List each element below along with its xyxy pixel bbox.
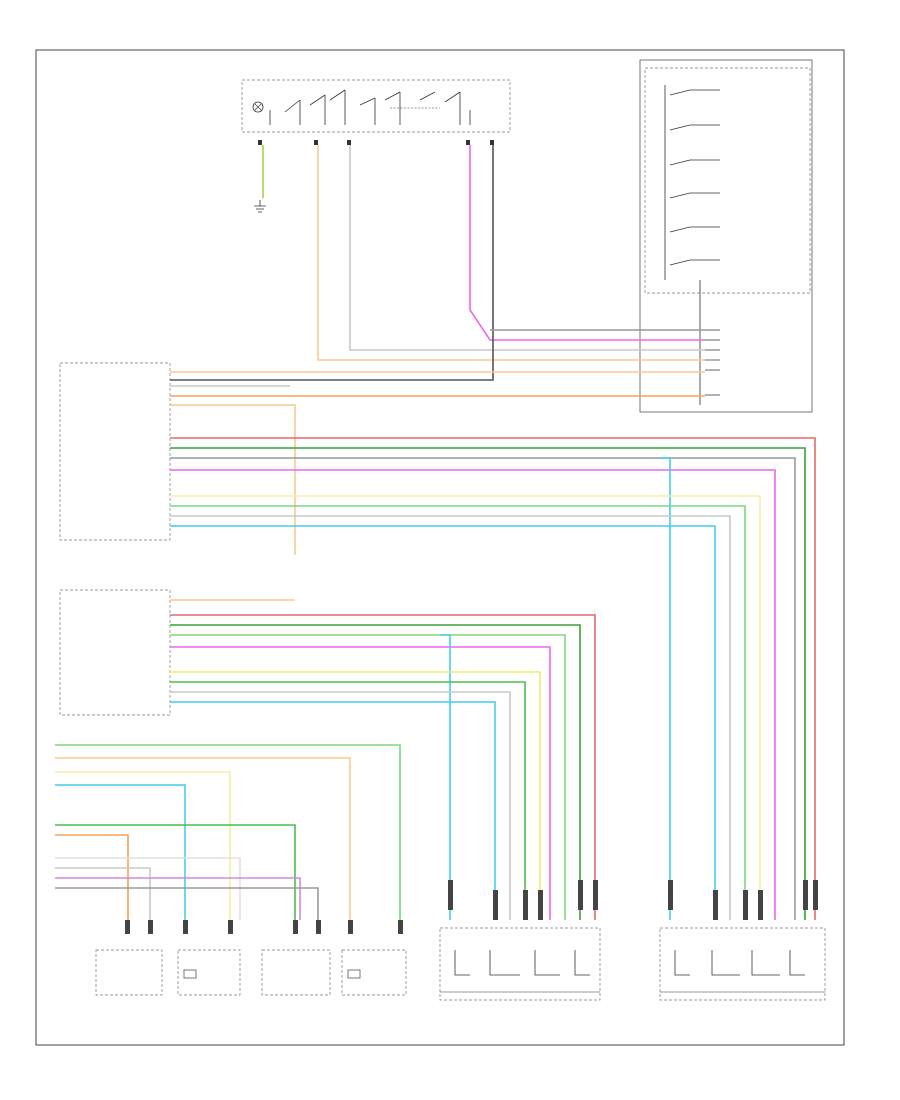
right-mirror-assembly xyxy=(439,927,601,1001)
bottom-left-components xyxy=(95,949,407,996)
mirror-selector-switch xyxy=(639,59,813,413)
ground-symbol xyxy=(254,200,266,213)
lamp-icon xyxy=(252,101,264,113)
left-mirror-assembly xyxy=(659,927,826,1001)
mirror-switch-assembly xyxy=(241,79,511,213)
diagram-frame xyxy=(35,49,845,1046)
right-mirror-module xyxy=(59,589,171,716)
left-mirror-module xyxy=(59,362,171,541)
connector-pins xyxy=(125,880,818,934)
